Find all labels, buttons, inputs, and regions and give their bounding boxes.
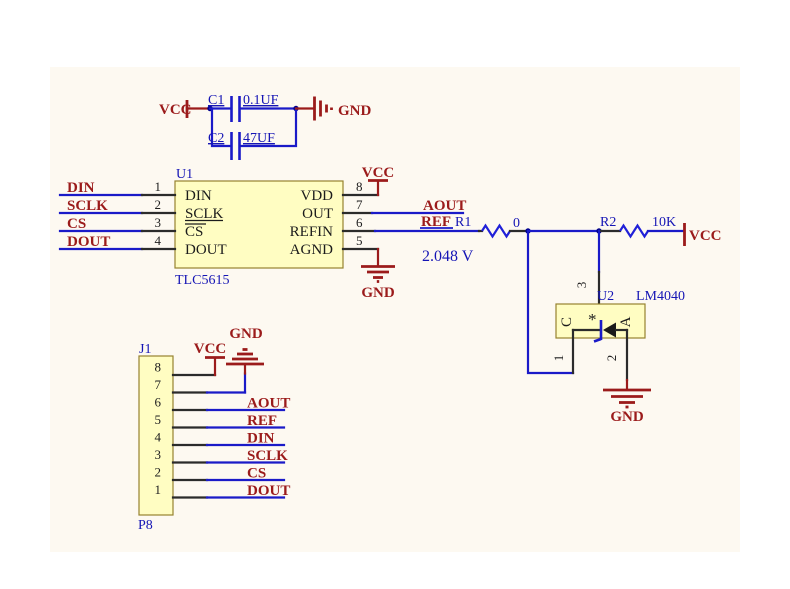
r2-zigzag <box>619 223 649 239</box>
net-label-gnd: GND <box>361 285 395 301</box>
net-label-din: DIN <box>247 431 275 447</box>
u1-designator: U1 <box>176 167 193 182</box>
zener-cathode-hook <box>593 337 602 343</box>
ref-network: R1 0 R2 10K VCC 2.048 V <box>422 215 722 375</box>
u2-vref: 3 U2 LM4040 C * A 1 2 GND <box>551 229 685 425</box>
net-label-dout: DOUT <box>67 234 110 250</box>
u2-anode-label: A <box>618 316 634 327</box>
j1-pin-1: 1 DOUT <box>155 482 291 499</box>
u1-part: TLC5615 <box>175 273 229 288</box>
c1-designator: C1 <box>208 93 224 108</box>
pin-number: 4 <box>155 430 162 445</box>
diode-triangle <box>603 322 616 338</box>
u1-dac: U1 TLC5615 DIN 1 DIN SCLK 2 SCLK CS 3 CS… <box>58 165 481 301</box>
c2-branch-wire <box>239 107 298 148</box>
pin-number: 6 <box>356 215 363 230</box>
pin-number: 1 <box>155 482 162 497</box>
pin-number: 8 <box>155 360 162 375</box>
u1-pin-1: DIN 1 DIN <box>58 179 212 204</box>
pin-name: CS <box>185 224 203 240</box>
u1-pin-2: SCLK 2 SCLK <box>58 197 224 222</box>
pin-name: VDD <box>301 188 334 204</box>
pin-name: REFIN <box>290 224 334 240</box>
net-label-vcc: VCC <box>362 165 395 181</box>
j1-connector: J1 P8 8 VCC 7 GND 6 AOUT <box>138 326 290 533</box>
net-label-dout: DOUT <box>247 483 290 499</box>
net-label-gnd: GND <box>229 326 263 342</box>
net-label-ref: REF <box>421 214 451 230</box>
u1-pin-7: 7 OUT AOUT <box>302 197 466 222</box>
pin-number: 7 <box>356 197 363 212</box>
u1-pin-5: 5 AGND GND <box>290 233 395 301</box>
net-label-cs: CS <box>247 466 266 482</box>
gnd-symbol <box>361 265 395 283</box>
u2-designator: U2 <box>597 289 614 304</box>
pin-number: 3 <box>155 215 162 230</box>
r2-value: 10K <box>652 215 676 230</box>
net-label-sclk: SCLK <box>247 448 288 464</box>
net-label-sclk: SCLK <box>67 198 108 214</box>
j1-pin-3: 3 SCLK <box>155 447 289 464</box>
pin-number: 7 <box>155 377 162 392</box>
j1-pin-5: 5 REF <box>155 412 286 429</box>
net-label-vcc: VCC <box>159 102 192 118</box>
r2-designator: R2 <box>600 215 616 230</box>
j1-pin-8: 8 VCC <box>155 341 227 377</box>
c2-value: 47UF <box>243 131 275 146</box>
pin-name: SCLK <box>185 206 224 222</box>
net-label-vcc: VCC <box>194 341 227 357</box>
j1-part: P8 <box>138 518 153 533</box>
j1-designator: J1 <box>139 342 151 357</box>
j1-body <box>138 355 174 516</box>
gnd-symbol-rotated <box>313 96 333 121</box>
ref-branch-wire <box>526 229 575 375</box>
c2-branch-wire <box>210 107 232 148</box>
pin-number: 3 <box>574 282 589 289</box>
net-label-gnd: GND <box>610 409 644 425</box>
u2-polarity-mark: * <box>588 310 597 329</box>
j1-pin-2: 2 CS <box>155 465 286 482</box>
net-label-vcc: VCC <box>689 228 722 244</box>
pin-name: OUT <box>302 206 333 222</box>
decoupling-cap-cluster: VCC C1 0.1UF C2 47UF GND <box>159 93 372 160</box>
pin-name: DIN <box>185 188 212 204</box>
u2-part: LM4040 <box>636 289 685 304</box>
pin-number: 3 <box>155 447 162 462</box>
pin-number: 2 <box>155 465 162 480</box>
u1-pin-4: DOUT 4 DOUT <box>58 233 227 258</box>
net-label-aout: AOUT <box>247 396 290 412</box>
r1-value: 0 <box>513 216 520 231</box>
j1-pin-7: 7 GND <box>155 326 264 394</box>
pin-number: 1 <box>551 355 566 362</box>
j1-pin-4: 4 DIN <box>155 430 286 447</box>
pin-name: DOUT <box>185 242 227 258</box>
vref-annotation: 2.048 V <box>422 248 474 265</box>
u1-pin-6: 6 REFIN REF <box>290 214 481 240</box>
gnd-symbol <box>603 388 651 409</box>
pin-number: 5 <box>356 233 363 248</box>
pin-number: 1 <box>155 179 162 194</box>
c2-designator: C2 <box>208 131 224 146</box>
pin-number: 6 <box>155 395 162 410</box>
pin-name: AGND <box>290 242 333 258</box>
r1-designator: R1 <box>455 215 471 230</box>
pin-number: 8 <box>356 179 363 194</box>
pin-number: 2 <box>155 197 162 212</box>
r1-zigzag <box>481 223 511 239</box>
u2-cathode-label: C <box>559 317 575 327</box>
u1-pin-8: 8 VDD VCC <box>301 165 395 204</box>
pin-number: 4 <box>155 233 162 248</box>
j1-pin-6: 6 AOUT <box>155 395 291 412</box>
net-label-din: DIN <box>67 180 95 196</box>
net-label-cs: CS <box>67 216 86 232</box>
u1-pin-3: CS 3 CS <box>58 215 206 240</box>
gnd-symbol-inverted <box>226 348 264 366</box>
net-label-gnd: GND <box>338 103 372 119</box>
c1-value: 0.1UF <box>243 93 279 108</box>
pin-number: 5 <box>155 412 162 427</box>
pin-number: 2 <box>604 355 619 362</box>
net-label-ref: REF <box>247 413 277 429</box>
net-label-aout: AOUT <box>423 198 466 214</box>
